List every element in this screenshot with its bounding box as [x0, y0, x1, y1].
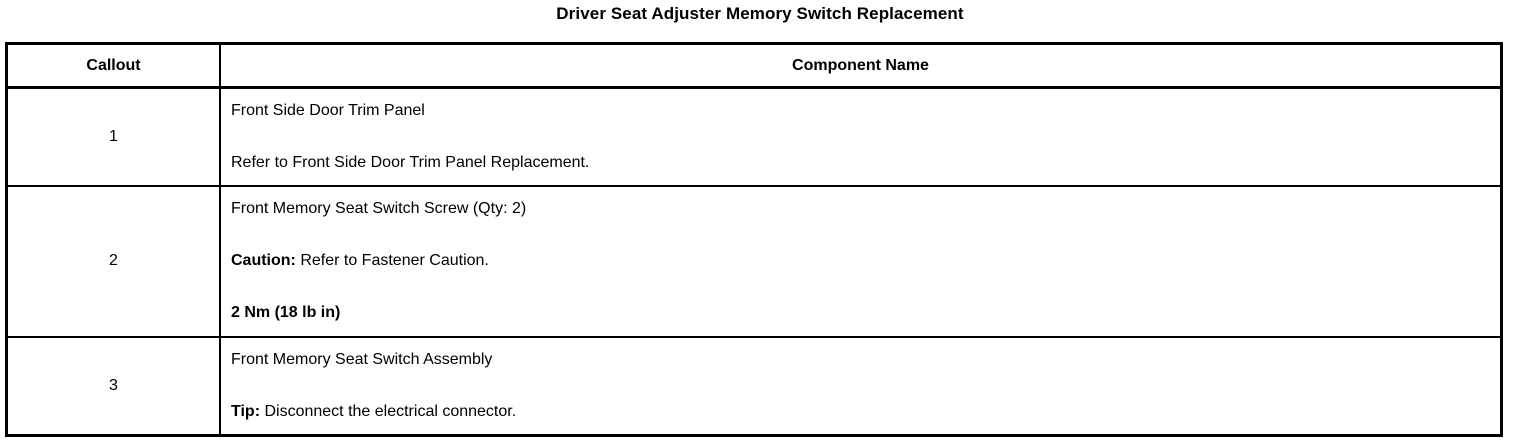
caution-text: Refer to Fastener Caution. [295, 252, 489, 270]
component-table-container: Callout Component Name 1 Front Side Door… [5, 42, 1503, 437]
description-text: Refer to Front Side Door Trim Panel Repl… [231, 154, 590, 171]
table-row: 3 Front Memory Seat Switch Assembly Tip:… [8, 335, 1500, 434]
description-line: Front Memory Seat Switch Assembly [231, 350, 1500, 370]
component-description: Front Side Door Trim Panel Refer to Fron… [220, 88, 1500, 187]
callout-number: 1 [8, 87, 221, 187]
caution-label: Caution: [231, 252, 296, 270]
caution-line: Caution: Refer to Fastener Caution. [231, 251, 1500, 271]
description-line: Front Side Door Trim Panel [231, 101, 1500, 121]
description-line: Front Memory Seat Switch Screw (Qty: 2) [231, 199, 1500, 219]
tip-text: Disconnect the electrical connector. [260, 402, 517, 420]
component-description: Front Memory Seat Switch Screw (Qty: 2) … [220, 185, 1500, 337]
page-title: Driver Seat Adjuster Memory Switch Repla… [556, 4, 964, 23]
callout-number: 2 [8, 185, 221, 337]
component-description: Front Memory Seat Switch Assembly Tip: D… [220, 335, 1500, 434]
torque-spec-line: 2 Nm (18 lb in) [231, 303, 1500, 323]
tip-line: Tip: Disconnect the electrical connector… [231, 402, 1500, 422]
description-text: Front Memory Seat Switch Assembly [231, 350, 493, 368]
tip-label: Tip: [231, 402, 261, 420]
component-table: Callout Component Name 1 Front Side Door… [8, 45, 1500, 434]
description-line: Refer to Front Side Door Trim Panel Repl… [231, 153, 1500, 173]
column-header-callout: Callout [8, 45, 221, 89]
description-text: Front Side Door Trim Panel [231, 102, 425, 119]
table-header-row: Callout Component Name [8, 45, 1500, 89]
table-row: 1 Front Side Door Trim Panel Refer to Fr… [8, 87, 1500, 187]
table-body: 1 Front Side Door Trim Panel Refer to Fr… [8, 87, 1500, 434]
callout-number: 3 [8, 335, 221, 434]
description-text: Front Memory Seat Switch Screw (Qty: 2) [231, 200, 527, 218]
table-row: 2 Front Memory Seat Switch Screw (Qty: 2… [8, 185, 1500, 337]
column-header-component-name: Component Name [220, 45, 1500, 89]
torque-spec-text: 2 Nm (18 lb in) [231, 304, 341, 322]
